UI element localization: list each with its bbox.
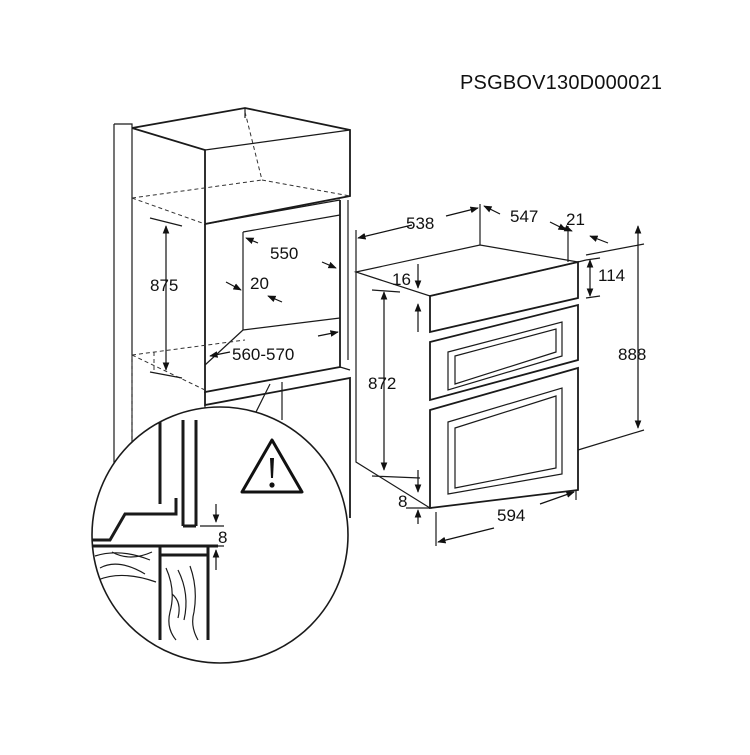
detail-circle: 8 <box>91 406 349 664</box>
oven-top-offset-label: 16 <box>392 270 411 289</box>
oven-body-height-label: 872 <box>368 374 396 393</box>
oven-width-label: 594 <box>497 506 525 525</box>
oven <box>353 244 587 510</box>
cabinet-height-dim <box>149 217 183 379</box>
cabinet-depth-dim <box>245 237 337 269</box>
oven-total-height-label: 888 <box>618 345 646 364</box>
oven-top-panel-label: 114 <box>598 266 625 285</box>
oven-top-dims <box>414 257 601 332</box>
cabinet-width-dim <box>209 330 339 358</box>
oven-depth-total-label: 538 <box>406 214 434 233</box>
oven-depth-body-label: 547 <box>510 207 538 226</box>
oven-width-dim <box>435 490 577 546</box>
warning-triangle-icon <box>240 438 304 494</box>
cab-depth-label: 550 <box>270 244 298 263</box>
oven-bottom-offset-label: 8 <box>398 492 407 511</box>
oven-depth-dims <box>355 204 609 272</box>
cab-gap-label: 20 <box>250 274 269 293</box>
cab-height-label: 875 <box>150 276 178 295</box>
oven-front-label: 21 <box>566 210 585 229</box>
cabinet <box>113 107 351 518</box>
product-code: PSGBOV130D000021 <box>460 72 663 94</box>
cab-width-label: 560-570 <box>232 345 294 364</box>
cabinet-gap-dim <box>225 281 283 303</box>
detail-gap-label: 8 <box>218 528 227 547</box>
oven-height-dims <box>371 225 645 524</box>
